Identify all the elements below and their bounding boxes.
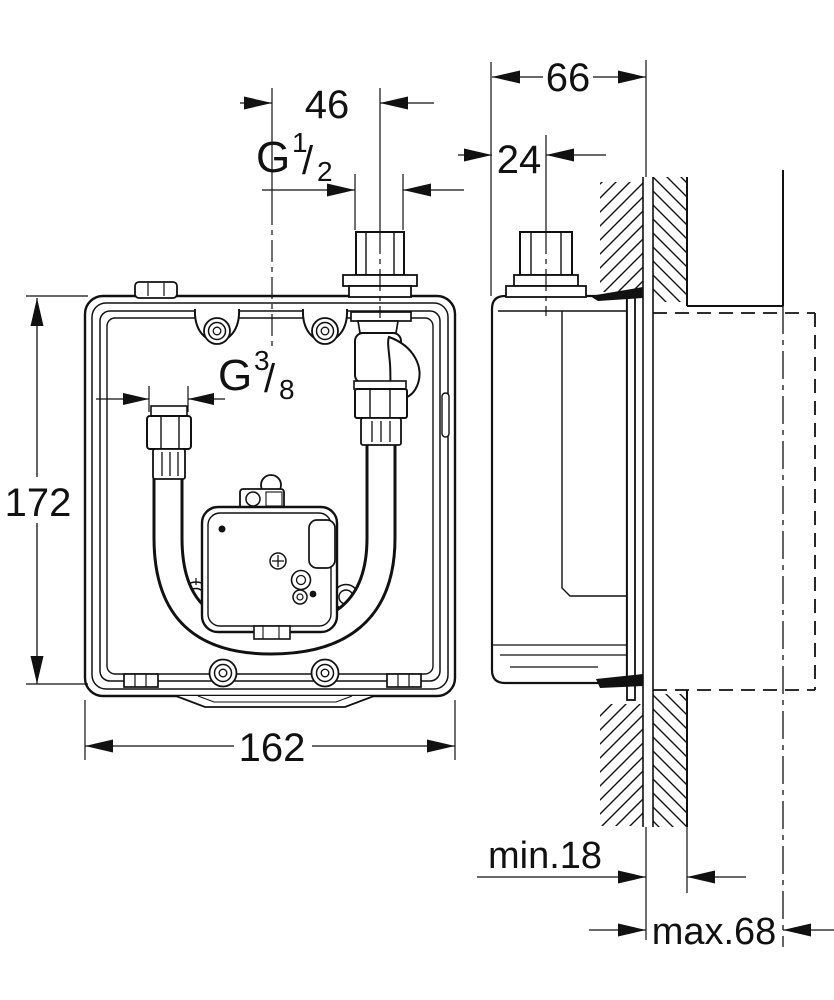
- dim-width-162-label: 162: [239, 726, 306, 770]
- finished-wall-references: [653, 170, 816, 947]
- dim-stub-24: 24: [458, 138, 606, 182]
- top-clip-tab: [134, 281, 178, 299]
- wall-section: [600, 177, 688, 893]
- dim-depth-66-label: 66: [546, 56, 591, 100]
- dim-depth-66: 66: [490, 56, 646, 296]
- front-view: 46 G1/2 G3/8: [5, 83, 464, 770]
- dim-plaster-max-label: max.68: [652, 911, 777, 953]
- flange-screws: [208, 658, 340, 688]
- dim-offset-46-label: 46: [305, 83, 350, 127]
- side-view: 66 24 min.18 max.68: [458, 56, 834, 953]
- bottom-side-tabs: [123, 673, 422, 688]
- finished-wall-dashed-outline: [653, 312, 816, 691]
- hose-loop: [152, 444, 397, 656]
- dim-thread-g38: G3/8: [96, 345, 295, 412]
- dim-plaster-min-label: min.18: [488, 835, 602, 877]
- plaster-guard: [642, 177, 654, 827]
- seal-bottom: [596, 674, 643, 688]
- dim-plaster-max: max.68: [589, 911, 834, 953]
- wall-clip-slot: [441, 392, 450, 438]
- dim-height-172: 172: [5, 295, 88, 685]
- mounting-frame-bar: [626, 291, 636, 701]
- box-side-profile: [490, 287, 643, 701]
- dim-stub-24-label: 24: [497, 138, 542, 182]
- seal-top: [590, 287, 643, 301]
- dim-plaster-min: min.18: [477, 835, 746, 884]
- thread-top-label: G1/2: [256, 127, 333, 187]
- inlet-fitting-g38: [146, 405, 192, 480]
- dim-thread-g12: G1/2: [256, 127, 464, 230]
- dim-offset-46: 46: [240, 83, 434, 127]
- outlet-valve-assembly: [342, 231, 421, 446]
- control-unit: [200, 474, 339, 640]
- thread-inlet-label: G3/8: [218, 345, 295, 405]
- centerlines-front: [271, 88, 381, 346]
- dim-width-162: 162: [84, 700, 456, 770]
- dim-height-172-label: 172: [5, 481, 72, 525]
- stub-side-profile: [505, 135, 587, 316]
- mounting-lugs: [193, 308, 349, 345]
- bottom-flange-bump: [175, 695, 375, 708]
